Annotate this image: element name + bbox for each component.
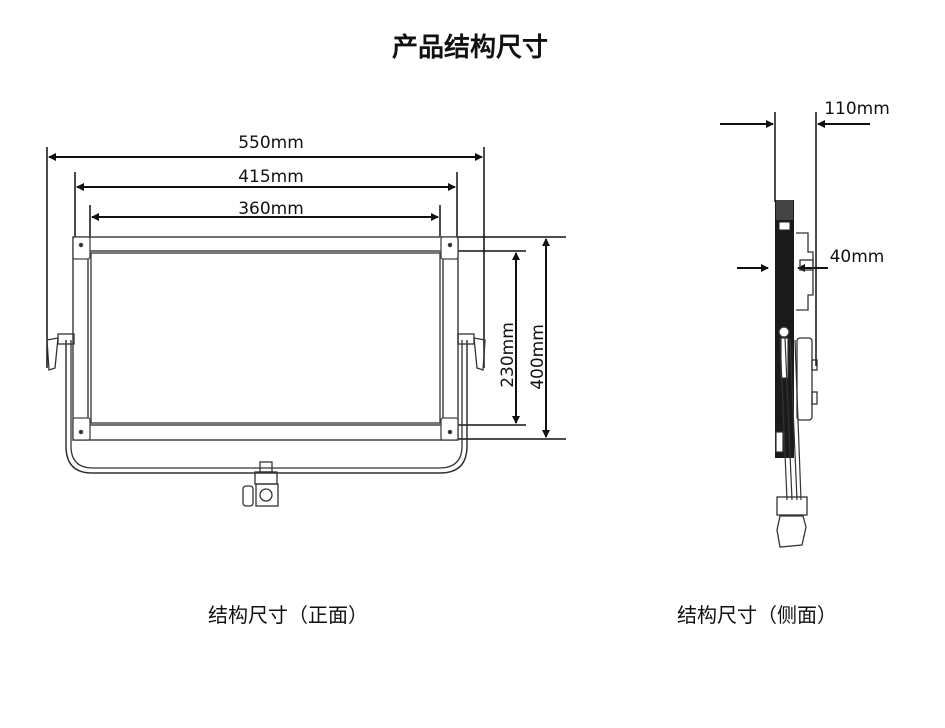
stand-mount xyxy=(242,461,279,507)
side-mount xyxy=(776,496,808,548)
dimension-label-110: 110mm xyxy=(824,99,890,119)
dimension-label-400: 400mm xyxy=(528,324,548,390)
side-view: 110mm 40mm xyxy=(720,99,890,548)
side-brackets xyxy=(796,232,818,421)
front-view: 550mm 415mm 360mm 400mm 230mm xyxy=(46,133,566,507)
dimension-label-40: 40mm xyxy=(830,247,885,267)
page-title: 产品结构尺寸 xyxy=(392,33,548,63)
left-lock-knob xyxy=(46,333,75,371)
light-panel xyxy=(87,250,444,426)
dimension-label-415: 415mm xyxy=(238,167,304,187)
front-view-caption: 结构尺寸（正面） xyxy=(208,603,368,627)
extension-lines xyxy=(46,147,566,440)
dimension-label-230: 230mm xyxy=(498,322,518,388)
side-yoke-arm xyxy=(775,326,802,501)
dimension-label-550: 550mm xyxy=(238,133,304,153)
yoke-bracket xyxy=(65,340,468,474)
dimension-label-360: 360mm xyxy=(238,199,304,219)
corner-blocks xyxy=(72,236,459,441)
right-lock-knob xyxy=(457,333,486,371)
side-view-caption: 结构尺寸（侧面） xyxy=(677,603,837,627)
